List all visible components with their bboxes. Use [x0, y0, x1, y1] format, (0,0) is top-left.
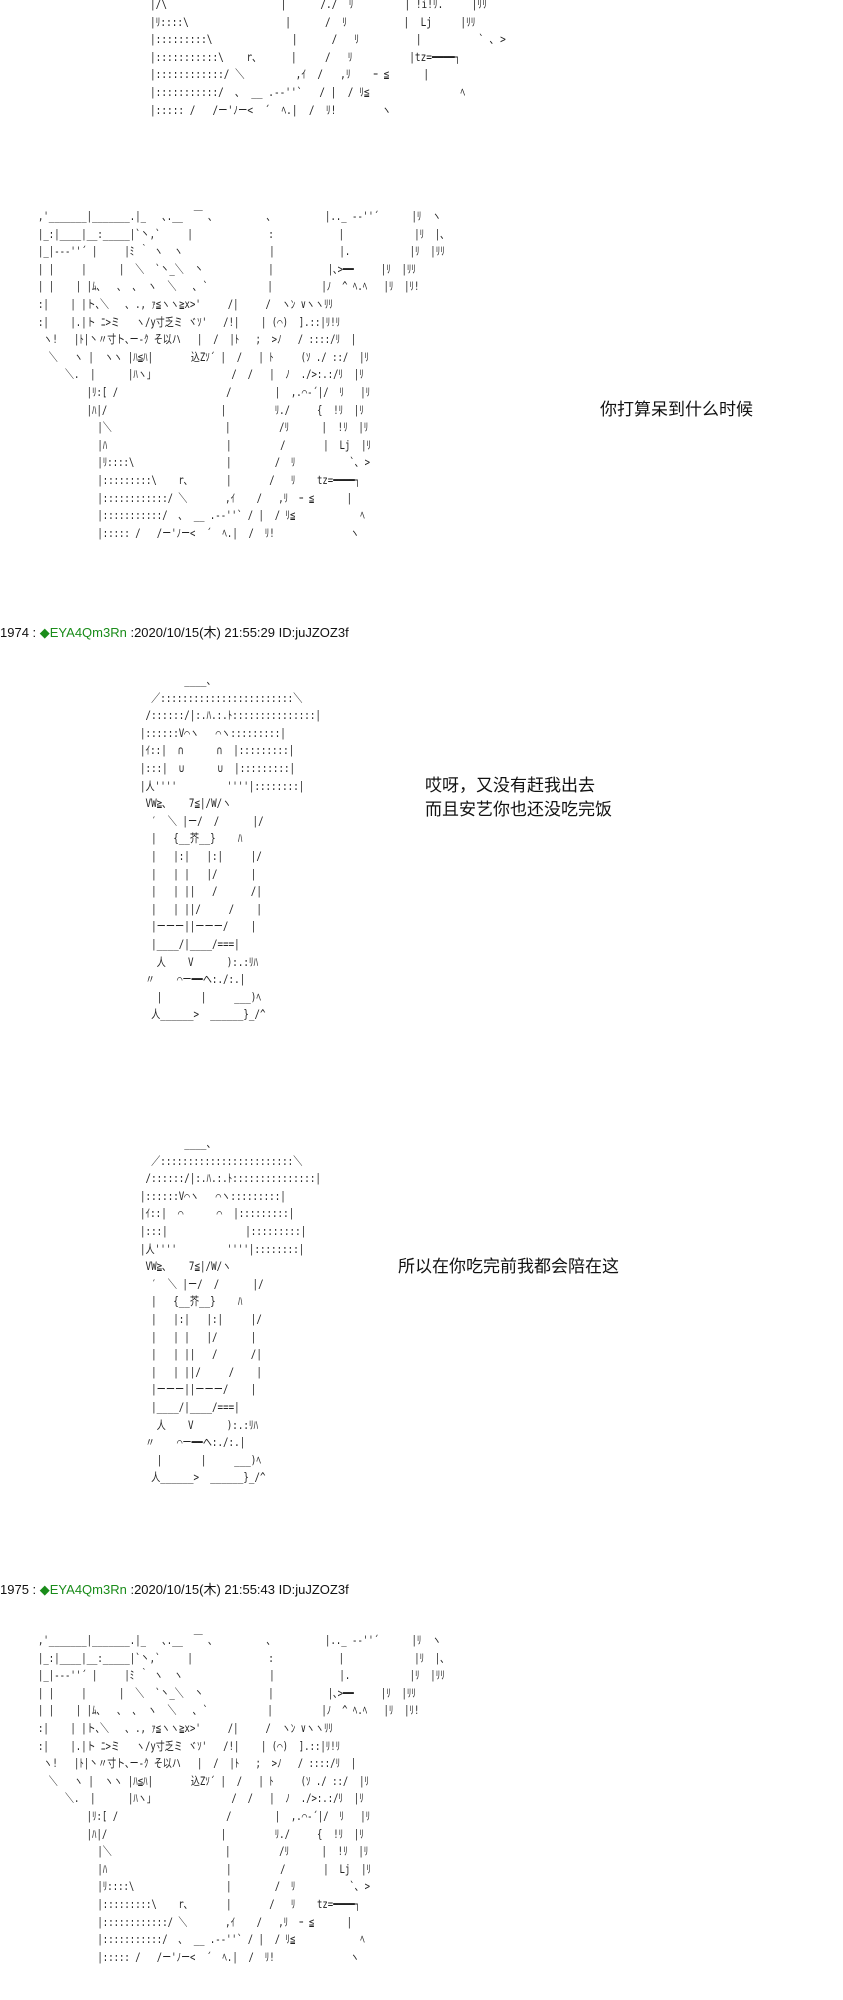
post-meta: :2020/10/15(木) 21:55:43 ID:juJZOZ3f — [126, 1582, 349, 1597]
post-header-1974: 1974 : ◆EYA4Qm3Rn :2020/10/15(木) 21:55:2… — [0, 624, 349, 642]
post-header-1975: 1975 : ◆EYA4Qm3Rn :2020/10/15(木) 21:55:4… — [0, 1581, 349, 1599]
ascii-art-panel-3: ____、 ／::::::::::::::::::::::::＼ /::::::… — [140, 1136, 321, 1485]
ascii-art-panel-4: ,'_______|_______.|_ ､.__ ￣ ､ ､ |.._ -‐'… — [38, 1633, 445, 1964]
dialogue-line-1: 你打算呆到什么时候 — [600, 400, 753, 420]
ascii-art-fragment-top: |/\ | /./ ﾘ | !i!ﾘ. |ﾘﾘ |ﾘ::::\ | / ﾘ | … — [150, 0, 506, 117]
dialogue-line-3: 所以在你吃完前我都会陪在这 — [398, 1257, 619, 1277]
post-number: 1974 — [0, 625, 29, 640]
post-separator: : — [28, 625, 40, 640]
post-number: 1975 — [0, 1582, 29, 1597]
poster-trip-link[interactable]: EYA4Qm3Rn — [49, 625, 127, 640]
ascii-art-panel-2: ____、 ／::::::::::::::::::::::::＼ /::::::… — [140, 673, 321, 1022]
trip-diamond-icon: ◆ — [39, 1582, 50, 1597]
post-separator: : — [28, 1582, 40, 1597]
trip-diamond-icon: ◆ — [39, 625, 50, 640]
dialogue-line-2a: 哎呀，又没有赶我出去 — [425, 776, 595, 796]
poster-trip-link[interactable]: EYA4Qm3Rn — [49, 1582, 127, 1597]
dialogue-line-2b: 而且安艺你也还没吃完饭 — [425, 800, 612, 820]
ascii-art-panel-1: ,'_______|_______.|_ ､.__ ￣ ､ ､ |.._ -‐'… — [38, 209, 445, 540]
post-meta: :2020/10/15(木) 21:55:29 ID:juJZOZ3f — [126, 625, 349, 640]
